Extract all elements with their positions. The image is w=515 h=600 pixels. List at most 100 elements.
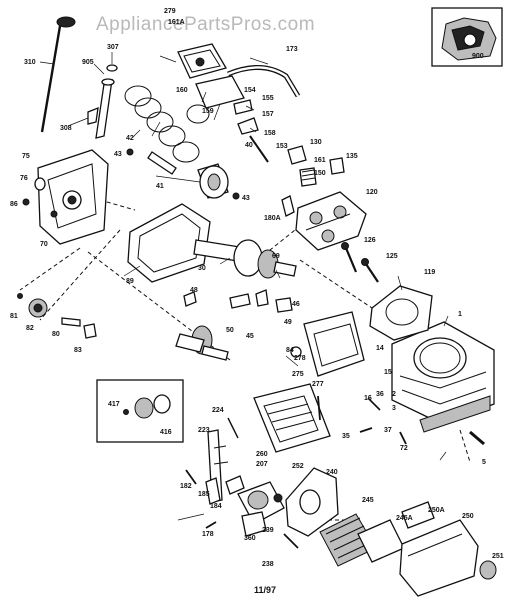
guide-grommet xyxy=(290,346,302,358)
air-filter xyxy=(319,513,377,567)
label-1: 1 xyxy=(458,311,462,318)
label-89: 89 xyxy=(126,278,134,285)
rocker-cover xyxy=(177,43,227,79)
label-69: 69 xyxy=(272,253,280,260)
label-905: 905 xyxy=(82,59,94,66)
label-245: 245 xyxy=(362,497,374,504)
piston-pin xyxy=(147,151,177,175)
label-82: 82 xyxy=(26,325,34,332)
label-130: 130 xyxy=(310,139,322,146)
label-308: 308 xyxy=(60,125,72,132)
label-35: 35 xyxy=(342,433,350,440)
lifter-second xyxy=(83,323,97,339)
governor-parts xyxy=(183,289,293,313)
label-125: 125 xyxy=(386,253,398,260)
engine-thumbnail xyxy=(431,7,503,67)
label-41: 41 xyxy=(156,183,164,190)
label-16: 16 xyxy=(364,395,372,402)
gear-key xyxy=(17,293,23,299)
misc-hardware xyxy=(185,395,485,549)
label-70: 70 xyxy=(40,241,48,248)
breather-tube-inner xyxy=(227,66,300,97)
crankcase-gasket xyxy=(127,203,211,283)
label-182: 182 xyxy=(180,483,192,490)
label-3: 3 xyxy=(392,405,396,412)
pre-cleaner xyxy=(357,519,405,563)
label-83: 83 xyxy=(74,347,82,354)
label-2: 2 xyxy=(392,391,396,398)
label-250: 250 xyxy=(462,513,474,520)
label-310: 310 xyxy=(24,59,36,66)
pin-retainer-left xyxy=(126,148,134,156)
label-126: 126 xyxy=(364,237,376,244)
label-185: 185 xyxy=(198,491,210,498)
label-150: 150 xyxy=(314,170,326,177)
dipstick-tube xyxy=(95,64,118,139)
carburetor xyxy=(237,481,285,537)
label-49: 49 xyxy=(284,319,292,326)
cylinder-head xyxy=(295,191,367,251)
label-15: 15 xyxy=(384,369,392,376)
label-360: 360 xyxy=(244,535,256,542)
label-155: 155 xyxy=(262,95,274,102)
label-119: 119 xyxy=(424,269,435,276)
label-43a: 43 xyxy=(114,151,122,158)
inset-box xyxy=(96,379,184,443)
label-279: 279 xyxy=(164,8,176,15)
carb-gasket xyxy=(225,475,245,495)
label-260: 260 xyxy=(256,451,268,458)
air-cleaner-base xyxy=(285,467,339,537)
label-48: 48 xyxy=(190,287,198,294)
cover-gasket xyxy=(401,501,435,529)
breather-assembly xyxy=(253,383,331,453)
crank-gear xyxy=(28,298,48,318)
label-75: 75 xyxy=(22,153,30,160)
label-184: 184 xyxy=(210,503,222,510)
label-240: 240 xyxy=(326,469,338,476)
oil-seal xyxy=(34,177,46,191)
camshaft xyxy=(175,325,229,361)
label-245A: 245A xyxy=(396,515,413,522)
label-30: 30 xyxy=(198,265,206,272)
tube-clip xyxy=(87,106,99,125)
rocker-arm-parts xyxy=(233,99,307,165)
label-416: 416 xyxy=(160,429,172,436)
dipstick xyxy=(40,16,76,133)
label-72: 72 xyxy=(400,445,408,452)
label-50: 50 xyxy=(226,327,234,334)
label-900: 900 xyxy=(472,53,484,60)
label-42: 42 xyxy=(126,135,134,142)
air-cleaner-cover xyxy=(399,519,479,597)
label-135: 135 xyxy=(346,153,358,160)
cylinder-block xyxy=(391,321,495,433)
part-number-labels: 279 161A 173 310 905 307 900 160 154 155… xyxy=(10,8,504,568)
label-80: 80 xyxy=(52,331,60,338)
label-40: 40 xyxy=(245,142,253,149)
label-250A: 250A xyxy=(428,507,445,514)
label-14: 14 xyxy=(376,345,384,352)
label-45: 45 xyxy=(246,333,254,340)
label-43b: 43 xyxy=(242,195,250,202)
label-37: 37 xyxy=(384,427,392,434)
footer-date: 11/97 xyxy=(254,585,276,595)
label-81: 81 xyxy=(10,313,18,320)
label-307: 307 xyxy=(107,44,119,51)
piston-rings xyxy=(124,85,210,163)
leader-lines xyxy=(39,52,449,521)
label-84: 84 xyxy=(286,347,294,354)
pin-retainer-right xyxy=(232,192,240,200)
label-207: 207 xyxy=(256,461,268,468)
carb-spacer xyxy=(205,477,221,505)
label-160: 160 xyxy=(176,87,188,94)
label-120: 120 xyxy=(366,189,378,196)
label-180A: 180A xyxy=(264,215,281,222)
label-161A: 161A xyxy=(168,19,185,26)
label-239: 239 xyxy=(262,527,274,534)
label-157: 157 xyxy=(262,111,274,118)
label-278: 278 xyxy=(294,355,306,362)
label-159: 159 xyxy=(202,108,214,115)
label-224: 224 xyxy=(212,407,224,414)
label-173: 173 xyxy=(286,46,298,53)
crankshaft xyxy=(193,239,297,279)
